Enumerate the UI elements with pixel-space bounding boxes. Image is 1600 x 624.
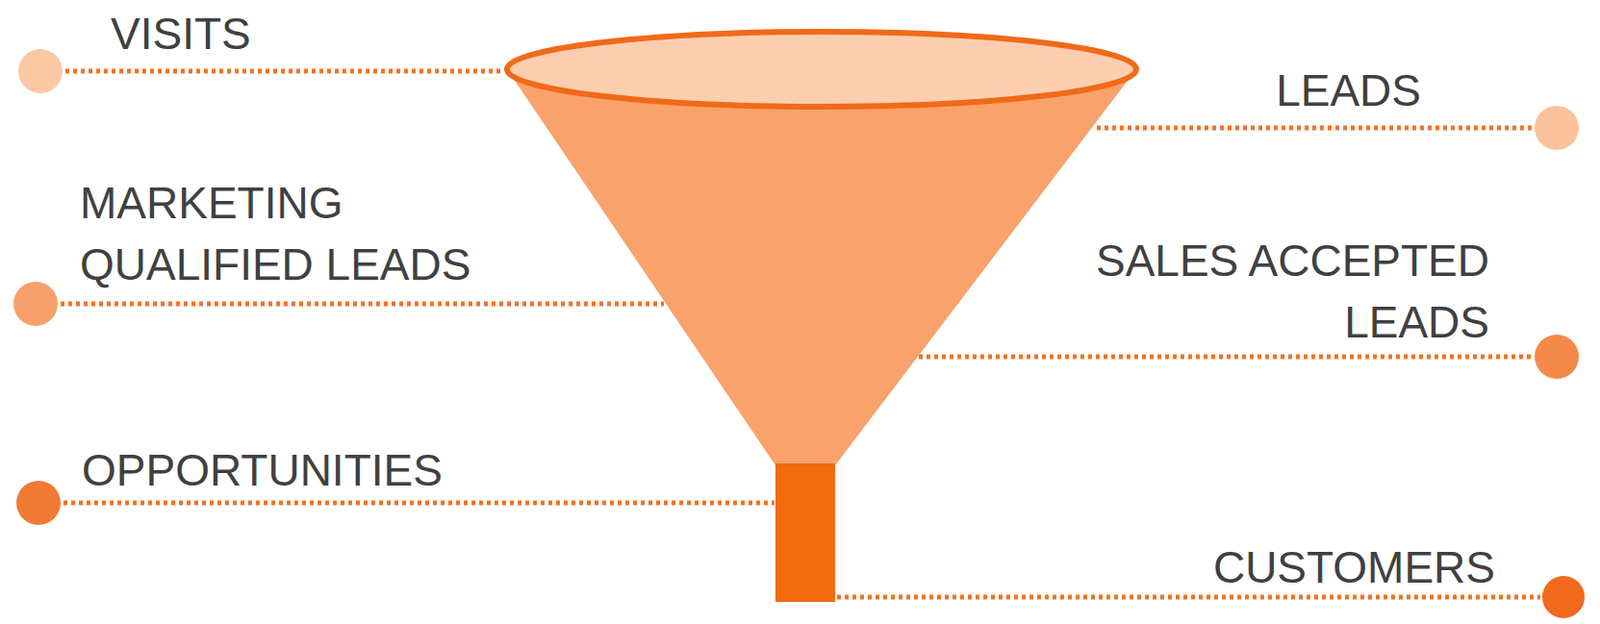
stage-dot xyxy=(16,481,61,526)
stage-label: OPPORTUNITIES xyxy=(81,439,443,502)
leader-line xyxy=(65,69,503,75)
stage-dot xyxy=(1534,105,1579,151)
funnel-spout xyxy=(775,463,836,603)
leader-line xyxy=(837,595,1541,601)
leader-line xyxy=(918,355,1533,360)
stage-label: VISITS xyxy=(110,2,252,65)
leader-line xyxy=(63,501,775,507)
stage-dot xyxy=(18,49,63,94)
stage-dot xyxy=(1542,576,1585,619)
funnel-cone xyxy=(507,69,1137,466)
stage-label: CUSTOMERS xyxy=(1213,536,1496,599)
stage-label: SALES ACCEPTED LEADS xyxy=(1066,229,1490,354)
stage-dot xyxy=(1534,334,1579,380)
leader-line xyxy=(1096,126,1533,131)
stage-dot xyxy=(13,281,58,327)
leader-line xyxy=(60,302,664,307)
stage-label: MARKETING QUALIFIED LEADS xyxy=(79,172,504,296)
stage-label: LEADS xyxy=(1275,59,1422,122)
funnel-rim xyxy=(507,31,1137,107)
